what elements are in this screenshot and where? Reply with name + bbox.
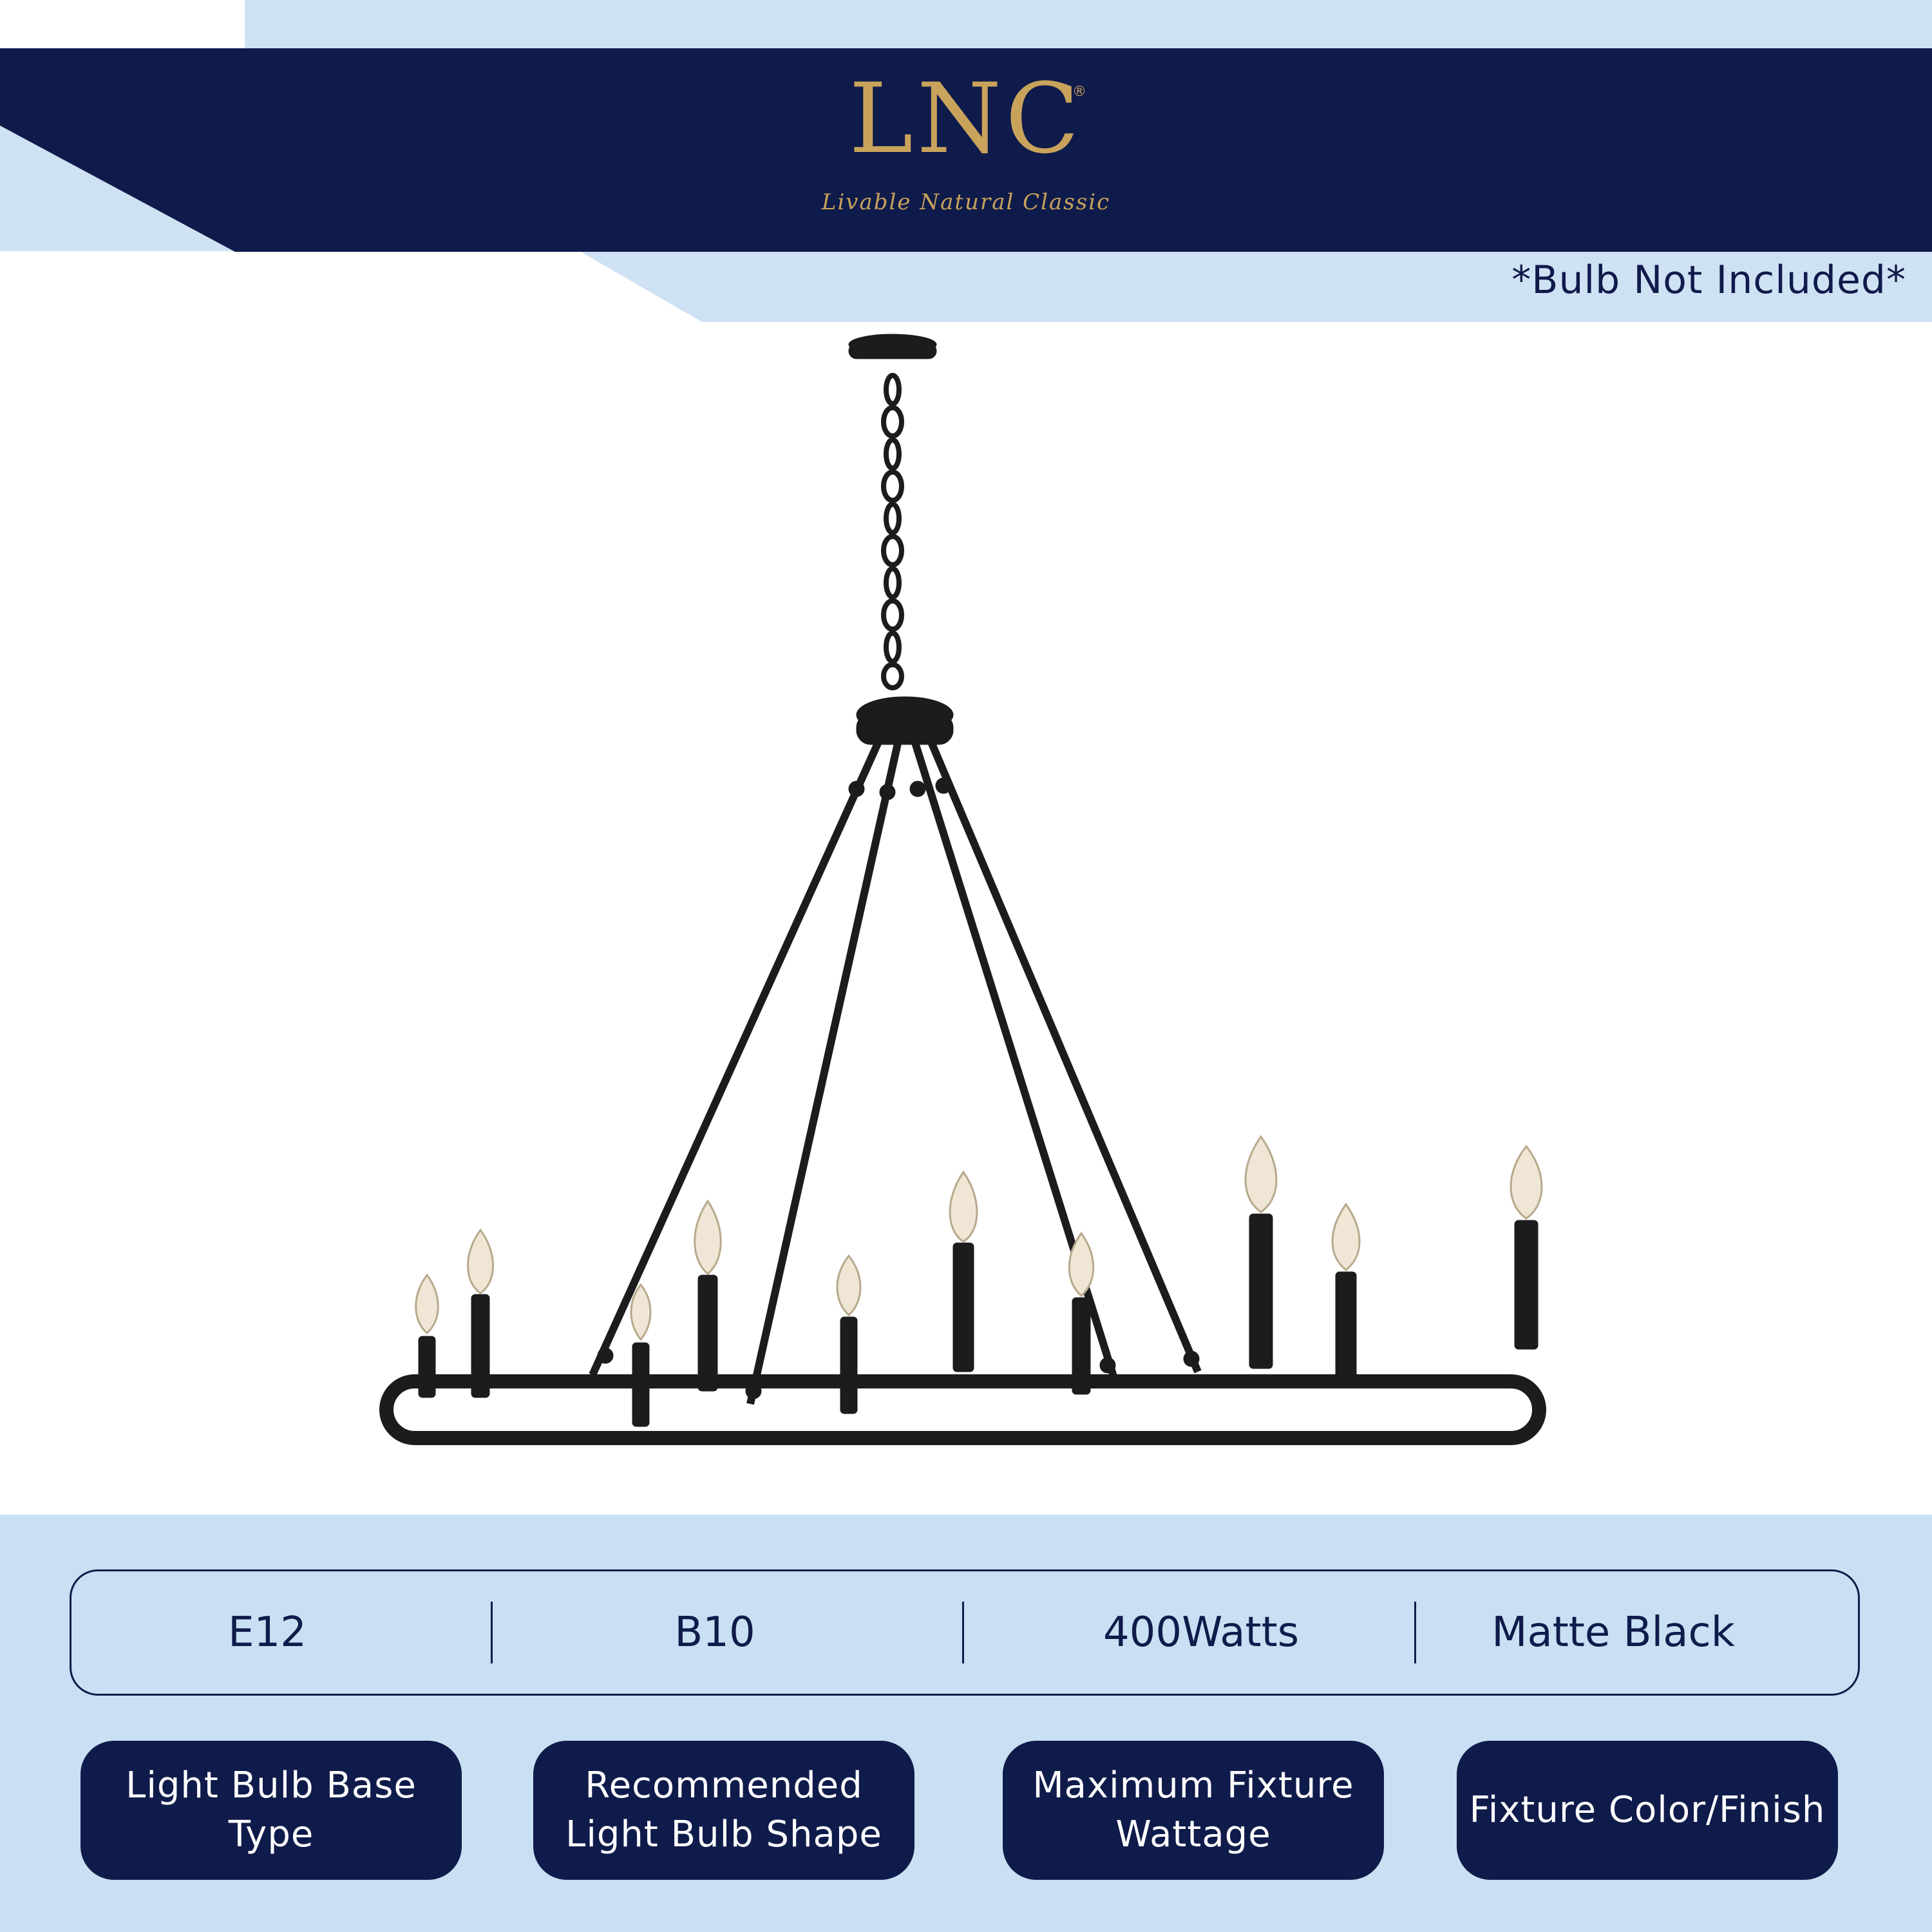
logo-text: LNC: [849, 63, 1083, 175]
chandelier-image: [379, 334, 1546, 1445]
spec-bulb-shape-label: Recommended Light Bulb Shape: [533, 1741, 914, 1880]
spec-finish-label: Fixture Color/Finish: [1457, 1741, 1838, 1880]
brand-logo: LNC ® Livable Natural Classic: [773, 71, 1159, 225]
spec-base-type-value: E12: [228, 1609, 307, 1656]
brand-banner: [0, 48, 1932, 252]
spec-base-type-label: Light Bulb Base Type: [80, 1741, 462, 1880]
spec-divider: [962, 1602, 964, 1663]
support-rods: [589, 739, 1202, 1405]
spec-bulb-shape-value: B10: [674, 1609, 755, 1656]
hub-body: [856, 713, 954, 745]
spec-values-bar: [70, 1569, 1860, 1696]
candle-sleeves: [418, 1213, 1539, 1427]
spec-wattage-label: Maximum Fixture Wattage: [1003, 1741, 1384, 1880]
chain: [881, 373, 904, 690]
bulb-not-included-notice: *Bulb Not Included*: [1511, 258, 1906, 303]
registered-mark: ®: [1072, 84, 1086, 100]
ring-frame: [379, 1374, 1546, 1445]
header-lower-white: [0, 251, 702, 322]
spec-wattage-value: 400Watts: [1103, 1609, 1300, 1656]
header-corner-white: [0, 0, 245, 48]
canopy-body: [848, 343, 937, 359]
brand-tagline: Livable Natural Classic: [821, 189, 1111, 215]
spec-finish-value: Matte Black: [1492, 1609, 1735, 1656]
spec-divider: [491, 1602, 493, 1663]
bulbs: [415, 1135, 1543, 1341]
spec-divider: [1414, 1602, 1416, 1663]
